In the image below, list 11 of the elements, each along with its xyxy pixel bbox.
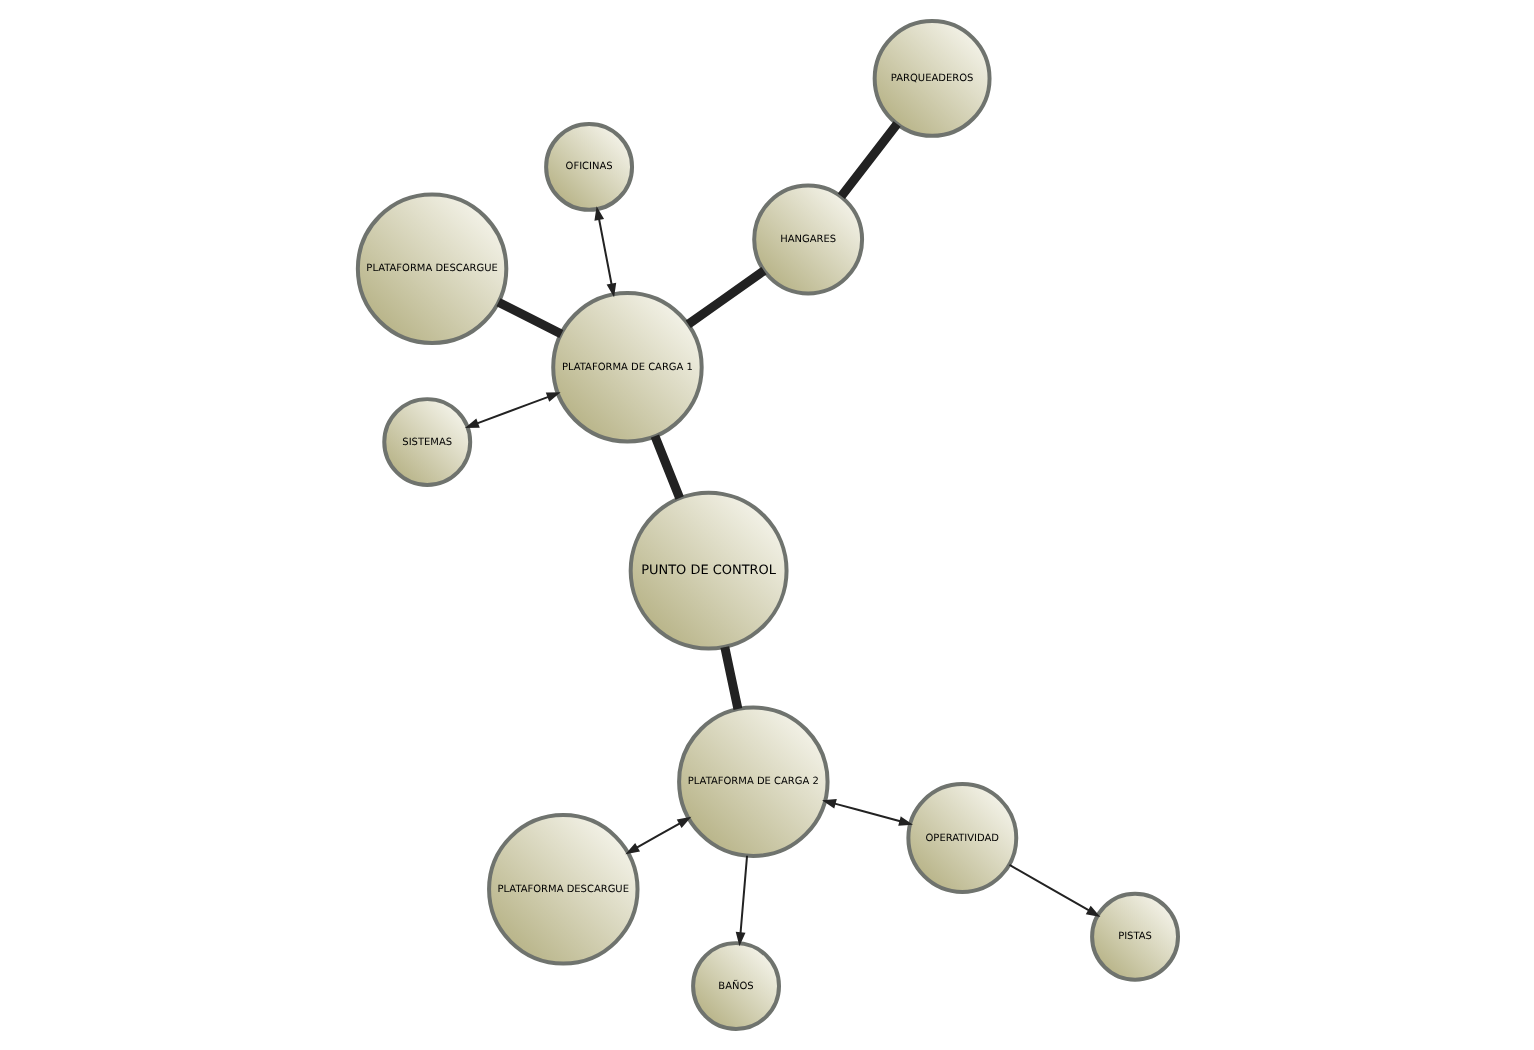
connector [495, 298, 563, 338]
arrow [734, 854, 748, 947]
connector [684, 267, 766, 328]
connector [719, 646, 742, 710]
connector [836, 121, 900, 200]
arrow [1007, 864, 1100, 917]
connector [649, 434, 683, 500]
arrow [463, 392, 560, 428]
arrow [821, 799, 913, 826]
arrow [593, 206, 616, 298]
arrow [624, 816, 691, 855]
